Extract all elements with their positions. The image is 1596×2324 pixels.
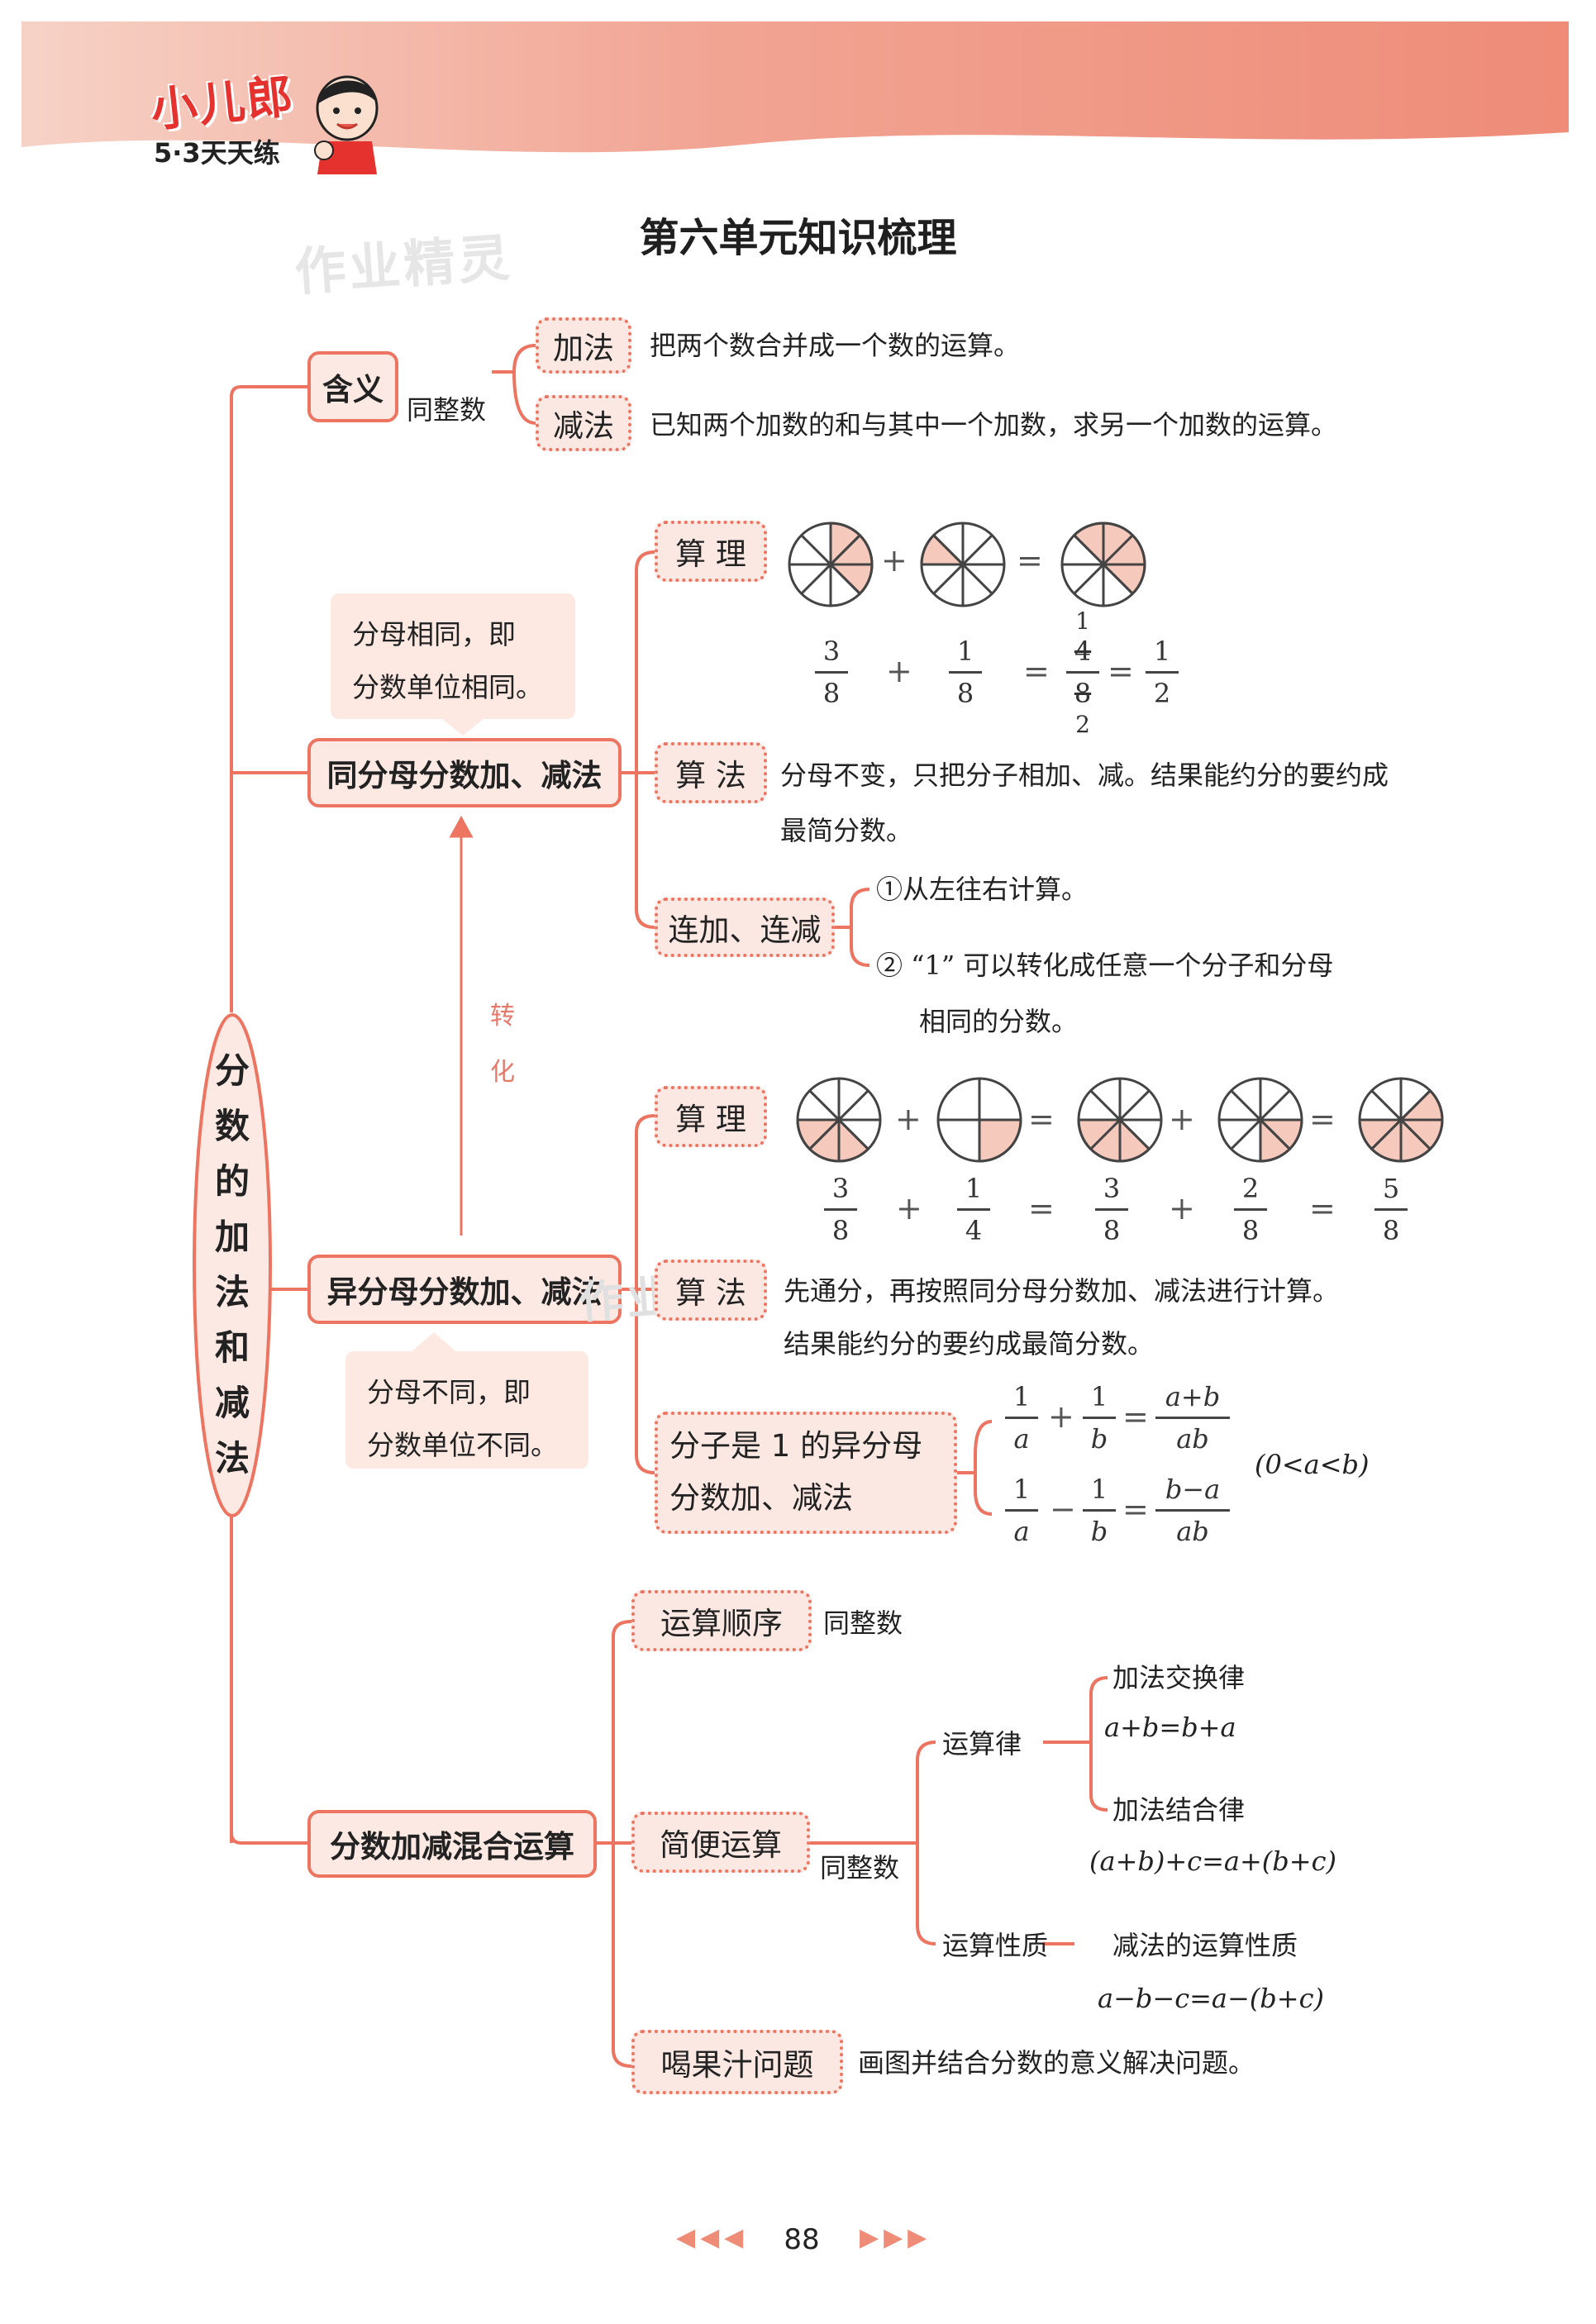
center-title: 分数的加 法和减法 xyxy=(214,1050,250,1479)
unit-condition: (0<a<b) xyxy=(1255,1449,1370,1480)
diff-reason-box: 算 理 xyxy=(655,1086,767,1147)
mixed-box: 分数加减混合运算 xyxy=(307,1810,597,1878)
law-label: 运算律 xyxy=(942,1728,1022,1760)
juice-text: 画图并结合分数的意义解决问题。 xyxy=(858,2047,1255,2079)
header-wave xyxy=(21,132,1569,190)
order-note: 同整数 xyxy=(823,1607,903,1639)
center-oval xyxy=(193,1013,272,1517)
mascot-icon xyxy=(314,75,379,174)
page-number: 88 xyxy=(784,2223,820,2256)
diff-denominator-note: 分母不同，即分数单位不同。 xyxy=(345,1351,588,1469)
same-eq-equals: = xyxy=(1023,653,1050,689)
associative-label: 加法结合律 xyxy=(1112,1794,1246,1826)
diff-circle-equals-2: = xyxy=(1309,1101,1336,1137)
property-formula: a−b−c=a−(b+c) xyxy=(1098,1983,1324,2014)
diff-note-pointer xyxy=(409,1332,459,1354)
header-banner xyxy=(21,21,1569,160)
same-denominator-note: 分母相同，即分数单位相同。 xyxy=(331,593,575,719)
chain-item-2-line2: 相同的分数。 xyxy=(919,1006,1079,1037)
unit-minus: − xyxy=(1050,1491,1076,1527)
addition-box: 加法 xyxy=(536,317,631,374)
same-circle-equals: = xyxy=(1017,542,1043,579)
same-eq-equals-2: = xyxy=(1108,653,1134,689)
unit-equals-2: = xyxy=(1122,1491,1149,1527)
same-reason-box: 算 理 xyxy=(655,521,767,582)
unit-plus: + xyxy=(1048,1398,1074,1435)
property-label: 运算性质 xyxy=(942,1930,1049,1961)
diff-reason-circles xyxy=(796,1077,1444,1163)
property-name: 减法的运算性质 xyxy=(1112,1930,1298,1961)
juice-box: 喝果汁问题 xyxy=(631,2030,843,2094)
same-method-box: 算 法 xyxy=(655,742,767,803)
footer-right-arrows: ▶▶▶ xyxy=(860,2223,932,2252)
note-pointer xyxy=(438,716,488,736)
same-eq-plus: + xyxy=(886,653,912,689)
same-method-line1: 分母不变，只把分子相加、减。结果能约分的要约成 xyxy=(780,760,1389,791)
chain-item-2-line1: ② “1” 可以转化成任意一个分子和分母 xyxy=(876,950,1334,981)
same-denominator-box: 同分母分数加、减法 xyxy=(307,738,622,807)
commutative-label: 加法交换律 xyxy=(1112,1662,1246,1693)
diff-method-line1: 先通分，再按照同分母分数加、减法进行计算。 xyxy=(784,1275,1340,1307)
subtraction-box: 减法 xyxy=(536,395,631,451)
unit-equals-1: = xyxy=(1122,1398,1149,1435)
associative-formula: (a+b)+c=a+(b+c) xyxy=(1089,1845,1336,1877)
diff-method-box: 算 法 xyxy=(655,1260,767,1321)
diff-eq-equals-2: = xyxy=(1309,1190,1336,1226)
meaning-box: 含义 xyxy=(307,351,398,422)
page-title: 第六单元知识梳理 xyxy=(639,215,957,261)
transform-label: 转化 xyxy=(490,1002,515,1087)
subtraction-text: 已知两个加数的和与其中一个加数，求另一个加数的运算。 xyxy=(650,409,1338,441)
diff-denominator-box: 异分母分数加、减法 xyxy=(307,1255,622,1324)
diff-circle-equals-1: = xyxy=(1028,1101,1055,1137)
unit-fraction-box: 分子是 1 的异分母 分数加、减法 xyxy=(655,1412,957,1534)
addition-text: 把两个数合并成一个数的运算。 xyxy=(650,330,1021,361)
diff-circle-plus-1: + xyxy=(895,1101,922,1137)
simple-note: 同整数 xyxy=(820,1852,900,1883)
chain-item-1: ①从左往右计算。 xyxy=(876,874,1089,905)
footer-left-arrows: ◀◀◀ xyxy=(676,2223,749,2252)
order-box: 运算顺序 xyxy=(631,1590,812,1651)
diff-method-line2: 结果能约分的要约成最简分数。 xyxy=(784,1328,1155,1360)
diff-circle-plus-2: + xyxy=(1169,1101,1195,1137)
chain-box: 连加、连减 xyxy=(655,898,835,957)
same-circle-plus: + xyxy=(881,542,908,579)
diff-eq-equals-1: = xyxy=(1028,1190,1055,1226)
same-frac-reduce: 1 4 8 2 xyxy=(1066,610,1099,736)
simple-box: 简便运算 xyxy=(631,1812,810,1873)
commutative-formula: a+b=b+a xyxy=(1104,1712,1236,1743)
same-method-line2: 最简分数。 xyxy=(780,815,913,846)
diff-eq-plus-1: + xyxy=(896,1190,922,1226)
same-reason-circles xyxy=(788,521,1146,607)
diff-eq-plus-2: + xyxy=(1169,1190,1195,1226)
meaning-note: 同整数 xyxy=(407,394,487,426)
brand-series: 5·3天天练 xyxy=(154,137,280,169)
